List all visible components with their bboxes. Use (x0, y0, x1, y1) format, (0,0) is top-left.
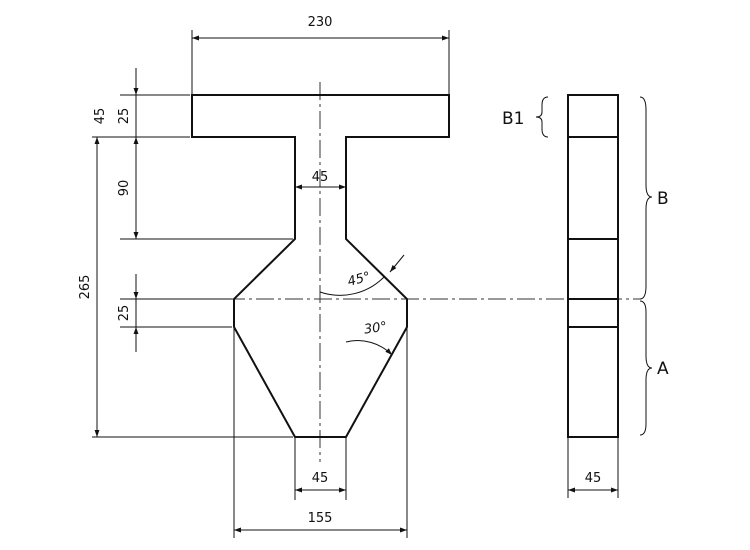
dim-text-base-width: 155 (308, 511, 333, 526)
angle-annotations (319, 254, 405, 356)
dim-text-web-width: 45 (312, 170, 329, 185)
label-b1: B1 (502, 109, 524, 129)
dimension-texts: 230 45 45 155 45 45 25 90 265 25 (78, 15, 601, 526)
angle-texts: 45° 30° (346, 269, 388, 337)
brace-a (639, 300, 653, 436)
dim-text-overall-height: 265 (78, 275, 93, 300)
dim-text-flange-total: 45 (93, 108, 108, 125)
dimension-lines (94, 35, 618, 533)
brace-b (639, 96, 653, 300)
brace-b1 (535, 96, 549, 138)
side-view (567, 94, 619, 438)
center-lines (140, 82, 640, 462)
dim-text-flange-part: 25 (117, 108, 132, 125)
dim-text-bottom-width: 45 (312, 471, 329, 486)
view-labels: B1 B A (502, 109, 669, 379)
dim-text-top-width: 230 (308, 15, 333, 30)
dim-text-side-width: 45 (585, 471, 602, 486)
angle-arc-30 (345, 340, 393, 356)
label-b: B (657, 189, 669, 209)
angle-text-lower: 30° (363, 320, 388, 338)
braces (535, 96, 653, 436)
extension-lines (92, 30, 619, 538)
dim-text-mid-band: 25 (117, 305, 132, 322)
angle-text-upper: 45° (346, 269, 372, 289)
dim-text-web-height: 90 (117, 180, 132, 197)
label-a: A (657, 359, 669, 379)
angle-arc-45 (319, 276, 385, 296)
side-view-outline (567, 94, 619, 438)
